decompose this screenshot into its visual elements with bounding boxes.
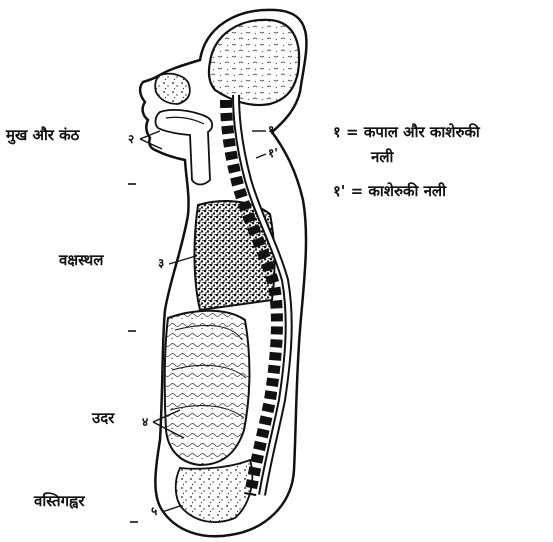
label-mouth-throat: मुख और कंठ	[6, 128, 79, 143]
tick-marks	[128, 184, 138, 522]
label-chest: वक्षस्थल	[59, 253, 103, 268]
marker-1-prime: १'	[268, 147, 278, 159]
marker-2: २	[128, 133, 134, 145]
label-abdomen: उदर	[92, 411, 114, 426]
legend-line-1-cont: नली	[371, 147, 393, 167]
label-pelvis: वस्तिगह्वर	[34, 494, 85, 509]
marker-4: ४	[142, 416, 148, 428]
legend-line-2: १' = काशेरुकी नली	[333, 181, 446, 201]
pelvic-cavity	[176, 460, 253, 522]
legend-line-1: १ = कपाल और काशेरुकी	[333, 122, 480, 142]
marker-3: ३	[158, 257, 164, 269]
marker-5: ५	[151, 505, 157, 517]
marker-1: १	[268, 124, 274, 136]
